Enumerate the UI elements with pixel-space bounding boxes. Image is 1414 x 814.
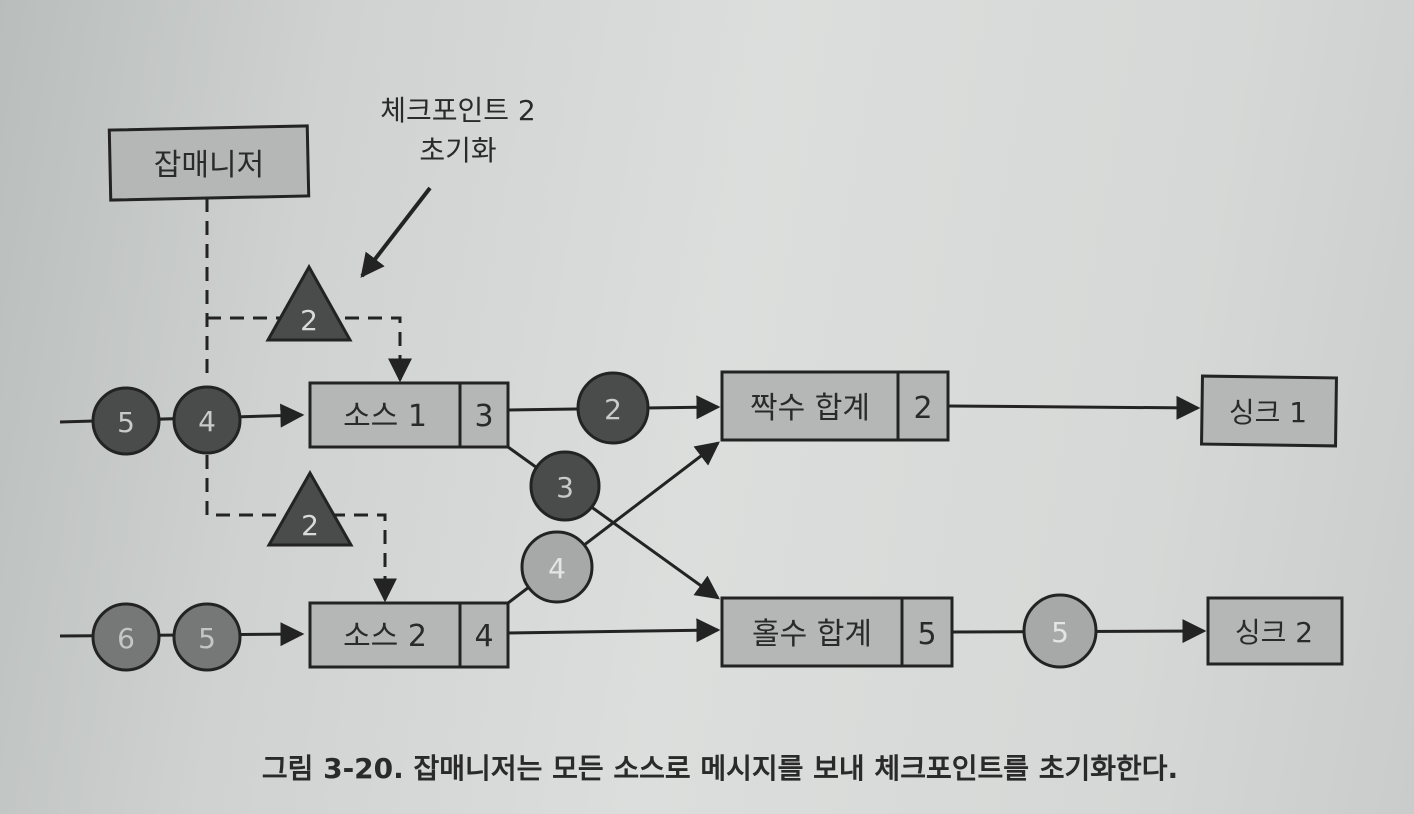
record-odd-sink-label: 5 — [1051, 616, 1069, 649]
annotation-arrow — [360, 186, 432, 278]
job-manager-box: 잡매니저 — [107, 124, 311, 202]
job-manager-label: 잡매니저 — [154, 148, 264, 183]
sink2-label: 싱크 2 — [1235, 616, 1313, 649]
barrier-label-source1: 2 — [300, 304, 318, 337]
sink2-box: 싱크 2 — [1206, 596, 1344, 666]
sink1-box: 싱크 1 — [1200, 374, 1338, 448]
odd-sum-label: 홀수 합계 — [752, 617, 872, 652]
barrier-triangle-source2: 2 — [266, 469, 354, 547]
record-s1-odd: 3 — [529, 450, 601, 522]
sink1-label: 싱크 1 — [1229, 396, 1307, 429]
record-in2-a: 6 — [91, 602, 161, 672]
record-odd-sink: 5 — [1022, 593, 1098, 669]
annotation-line2: 초기화 — [419, 134, 496, 167]
figure-caption: 그림 3-20. 잡매니저는 모든 소스로 메시지를 보내 체크포인트를 초기화… — [262, 752, 1178, 785]
odd-sum-value: 5 — [917, 617, 936, 652]
record-in2-a-label: 6 — [117, 622, 135, 655]
even-sum-box: 짝수 합계 2 — [720, 370, 950, 442]
edge-even-sink1 — [947, 395, 1201, 420]
source1-value: 3 — [474, 399, 493, 434]
record-in2-b-label: 5 — [198, 622, 216, 655]
record-in1-a-label: 5 — [117, 406, 135, 439]
annotation-line1: 체크포인트 2 — [380, 94, 536, 127]
record-in1-b: 4 — [172, 385, 242, 455]
barrier-label-source2: 2 — [301, 509, 319, 542]
record-s2-even-label: 4 — [548, 552, 566, 585]
record-s1-even-label: 2 — [604, 393, 622, 426]
record-s2-even: 4 — [520, 530, 594, 604]
source1-box: 소스 1 3 — [308, 381, 510, 449]
barrier-path-source1 — [207, 316, 402, 368]
record-s1-odd-label: 3 — [556, 471, 574, 504]
even-sum-value: 2 — [913, 391, 932, 426]
even-sum-label: 짝수 합계 — [750, 391, 870, 426]
record-s1-even: 2 — [576, 371, 650, 445]
record-in1-a: 5 — [91, 386, 161, 456]
source2-value: 4 — [474, 619, 493, 654]
record-in1-b-label: 4 — [198, 405, 216, 438]
odd-sum-box: 홀수 합계 5 — [720, 596, 954, 668]
source1-label: 소스 1 — [343, 399, 427, 434]
source2-box: 소스 2 4 — [308, 601, 510, 669]
source2-label: 소스 2 — [343, 619, 427, 654]
record-in2-b: 5 — [172, 602, 242, 672]
edge-source2-odd — [507, 618, 721, 643]
barrier-triangle-source1: 2 — [265, 263, 353, 342]
